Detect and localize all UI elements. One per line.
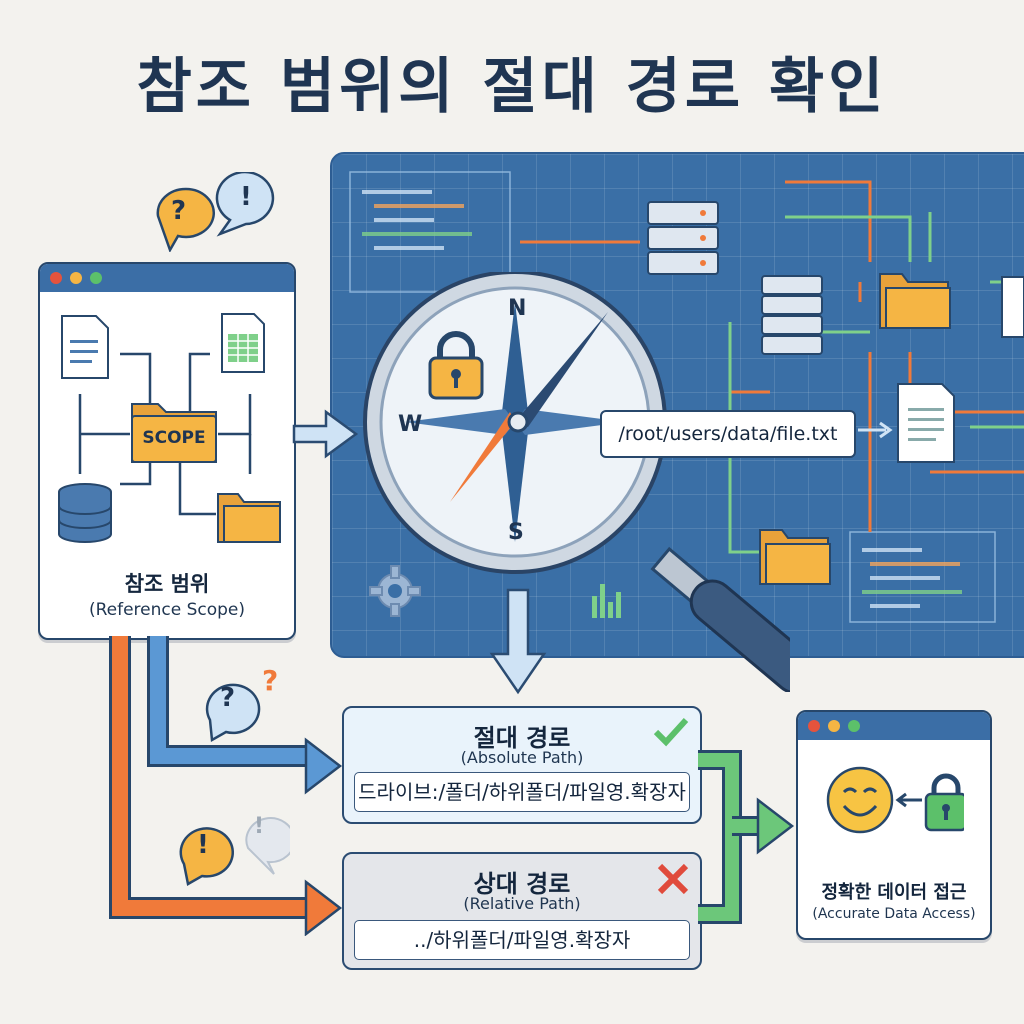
- window-titlebar: [798, 712, 990, 740]
- question-mark-label: ?: [262, 664, 279, 697]
- exclaim-mark-label: !: [254, 814, 265, 839]
- reference-scope-window: SCOPE 참조 범위 (Reference Scope): [38, 262, 296, 640]
- compass-south-label: S: [508, 520, 524, 545]
- document-icon: [897, 383, 955, 463]
- magnifier-icon: [363, 272, 790, 692]
- folder-icon: [879, 273, 951, 329]
- relative-path-subheading: (Relative Path): [463, 894, 581, 913]
- question-bubble-icon: [156, 187, 216, 252]
- arrow-right-icon: [292, 409, 359, 459]
- flow-lines: [109, 636, 343, 936]
- arrow-right-icon: [858, 421, 893, 439]
- window-close-icon[interactable]: [808, 720, 820, 732]
- bar-chart-icon: [592, 584, 621, 618]
- window-minimize-icon[interactable]: [828, 720, 840, 732]
- exclaim-mark-label: !: [197, 830, 209, 860]
- lock-icon: [924, 773, 964, 832]
- database-icon: [58, 483, 112, 543]
- absolute-path-heading: 절대 경로: [473, 724, 571, 752]
- window-maximize-icon[interactable]: [90, 272, 102, 284]
- folder-icon: [759, 529, 831, 585]
- scope-diagram: [58, 313, 281, 543]
- scope-heading: 참조 범위: [124, 572, 210, 596]
- exclaim-bubble-icon: [215, 172, 275, 237]
- document-icon: [61, 315, 109, 379]
- document-icon: [1001, 276, 1024, 338]
- code-snippet-icon: [849, 531, 996, 623]
- accurate-access-window: 정확한 데이터 접근 (Accurate Data Access): [796, 710, 992, 940]
- lock-icon: [428, 331, 484, 400]
- network-diagram: [349, 171, 1024, 623]
- checkmark-icon: [653, 717, 689, 747]
- cross-icon: [657, 863, 689, 895]
- compass-rose-icon: [405, 302, 625, 542]
- accurate-access-heading: 정확한 데이터 접근: [821, 882, 967, 903]
- scope-folder-icon: [131, 403, 217, 463]
- server-icon: [647, 201, 719, 275]
- compass-north-label: N: [508, 296, 527, 321]
- window-maximize-icon[interactable]: [848, 720, 860, 732]
- question-mark-label: ?: [171, 196, 187, 226]
- scope-folder-label: SCOPE: [142, 428, 206, 448]
- speech-bubbles: [156, 172, 275, 252]
- window-minimize-icon[interactable]: [70, 272, 82, 284]
- relative-path-example: ../하위폴더/파일영.확장자: [354, 920, 690, 960]
- path-callout: /root/users/data/file.txt: [600, 410, 856, 458]
- window-close-icon[interactable]: [50, 272, 62, 284]
- relative-path-box: 상대 경로 (Relative Path) ../하위폴더/파일영.확장자: [342, 852, 702, 970]
- spreadsheet-icon: [221, 313, 265, 373]
- smiley-icon: [826, 766, 964, 834]
- server-icon: [761, 275, 823, 355]
- question-bubble-icon: [205, 683, 261, 743]
- merge-arrow-icon: [698, 750, 795, 924]
- window-titlebar: [40, 264, 294, 292]
- compass-west-label: W: [398, 412, 423, 437]
- folder-icon: [217, 493, 281, 543]
- code-snippet-icon: [349, 171, 511, 293]
- relative-path-heading: 상대 경로: [473, 870, 571, 898]
- scope-subheading: (Reference Scope): [88, 600, 246, 620]
- gear-icon: [369, 565, 421, 617]
- arrow-down-icon: [489, 588, 547, 695]
- exclaim-bubble-icon: [179, 817, 290, 886]
- question-mark-label: ?: [220, 683, 236, 713]
- page-title: 참조 범위의 절대 경로 확인: [136, 52, 888, 122]
- absolute-path-example: 드라이브:/폴더/하위폴더/파일영.확장자: [354, 772, 690, 812]
- absolute-path-subheading: (Absolute Path): [460, 748, 584, 767]
- absolute-path-box: 절대 경로 (Absolute Path) 드라이브:/폴더/하위폴더/파일영.…: [342, 706, 702, 824]
- accurate-access-subheading: (Accurate Data Access): [812, 906, 976, 922]
- exclaim-mark-label: !: [240, 182, 252, 212]
